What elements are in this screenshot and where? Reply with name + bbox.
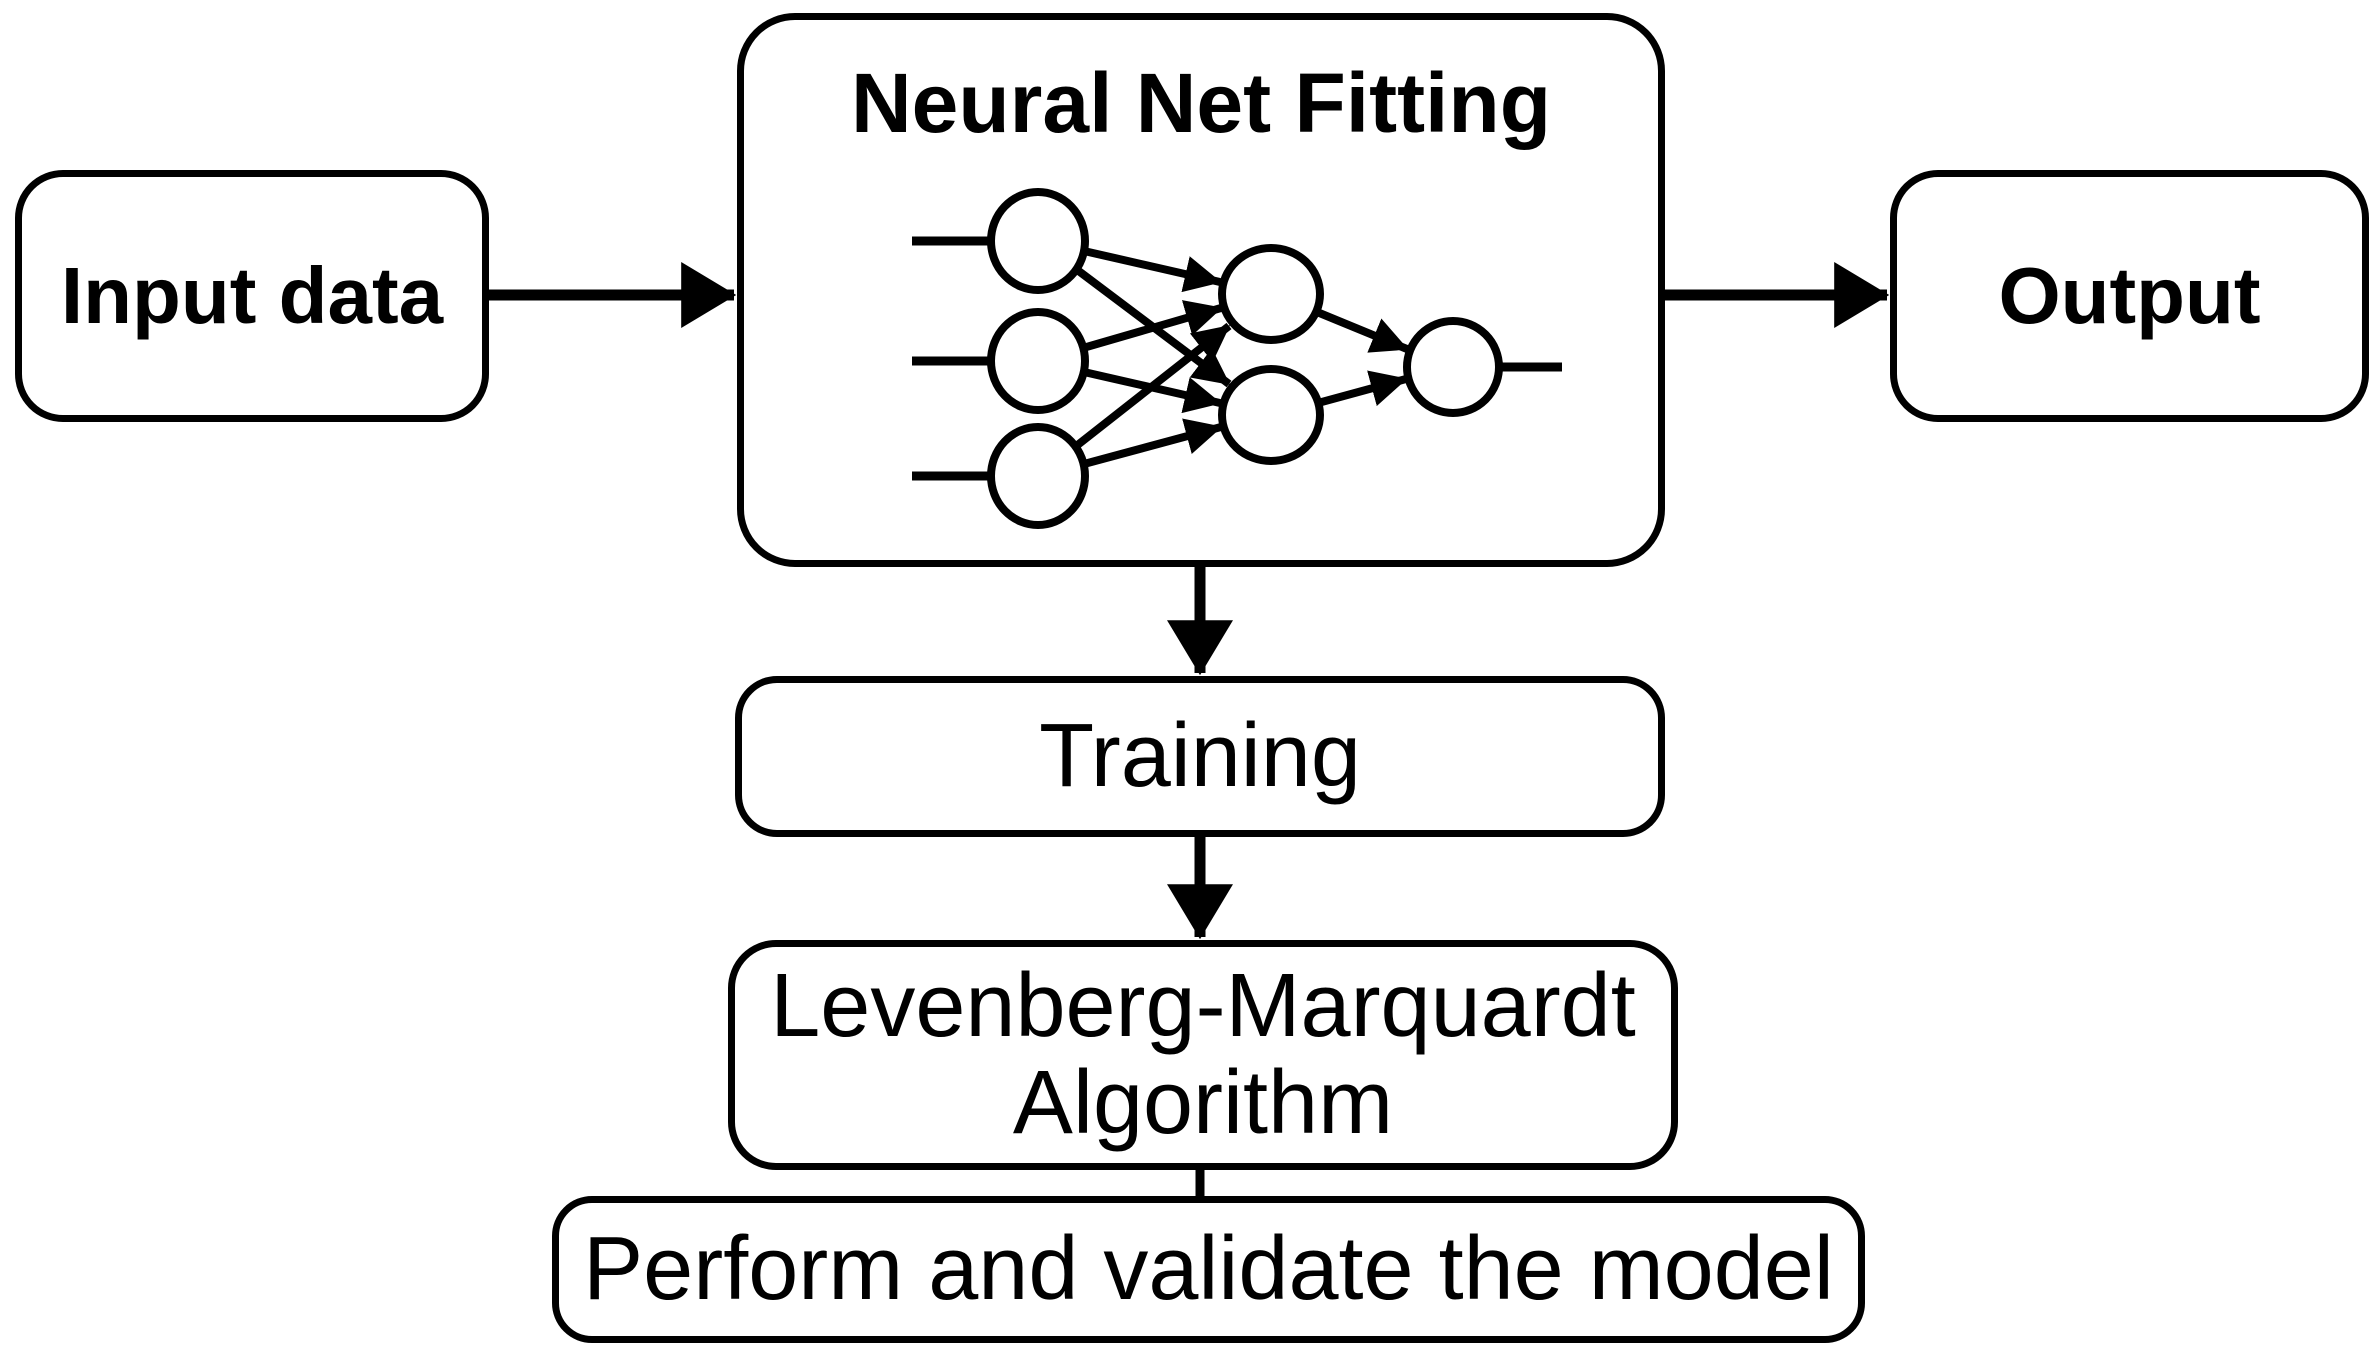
input-data-label: Input data	[60, 251, 444, 340]
neural-net-fitting-title: Neural Net Fitting	[850, 56, 1551, 150]
input-data-box: Input data	[15, 170, 489, 422]
output-label: Output	[1998, 251, 2261, 340]
perform-validate-label: Perform and validate the model	[583, 1218, 1834, 1319]
levenberg-marquardt-box: Levenberg-Marquardt Algorithm	[728, 940, 1678, 1170]
training-label: Training	[1039, 705, 1361, 806]
perform-validate-box: Perform and validate the model	[552, 1196, 1865, 1343]
neural-net-fitting-box: Neural Net Fitting	[737, 13, 1665, 567]
levenberg-marquardt-label: Levenberg-Marquardt Algorithm	[770, 955, 1636, 1153]
training-box: Training	[735, 676, 1665, 837]
output-box: Output	[1890, 170, 2369, 422]
